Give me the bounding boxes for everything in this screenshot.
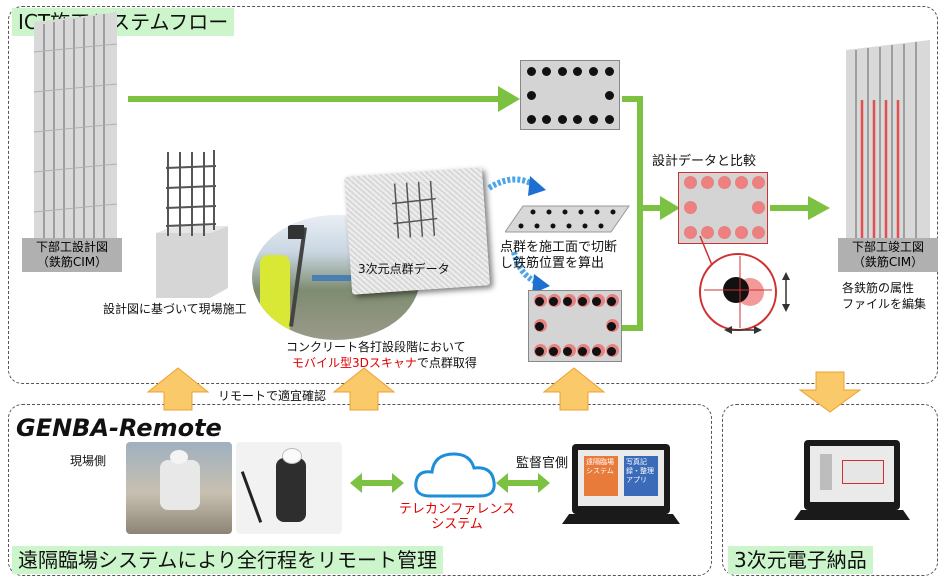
rebar-dot (577, 296, 587, 306)
rebar-dot (534, 321, 544, 331)
design-cim-label: 下部工設計図 （鉄筋CIM） (22, 238, 122, 272)
rebar-dot (701, 178, 711, 188)
rebar-dot (548, 346, 558, 356)
calc-caption: 点群を施工面で切断 し鉄筋位置を算出 (500, 240, 618, 271)
rebar-dot (573, 114, 583, 124)
compare-section-plate (678, 172, 768, 244)
rebar-dot (752, 203, 762, 213)
delivery-laptop-base (794, 510, 910, 520)
genba-remote-title: GENBA-Remote (16, 414, 222, 442)
rebar-dot (606, 321, 616, 331)
rebar-dot (701, 228, 711, 238)
rebar-dot (526, 114, 536, 124)
ict-flow-container (8, 6, 938, 384)
rebar-dot (588, 114, 598, 124)
rebar-dot (573, 66, 583, 76)
rebar-dot (542, 66, 552, 76)
rebar-dot (526, 90, 536, 100)
rebar-dot (563, 296, 573, 306)
rebar-dot (548, 296, 558, 306)
blue-curved-arrows (487, 176, 550, 294)
rebar-dot (534, 296, 544, 306)
rebar-dot (684, 228, 694, 238)
rebar-dot (752, 228, 762, 238)
design-section-plate (520, 60, 620, 130)
rebar-dot (557, 114, 567, 124)
rebar-dot (684, 203, 694, 213)
measured-section-plate (528, 290, 622, 362)
rebar-dot (604, 90, 614, 100)
asbuilt-cim-model (846, 40, 930, 240)
scan-caption-line2: モバイル型3Dスキャナで点群取得 (292, 356, 477, 370)
app-tile-photo: 写真記録・整理アプリ (624, 456, 658, 496)
magnified-comparison (699, 235, 790, 334)
cloud-icon (414, 452, 496, 498)
rebar-dot (718, 178, 728, 188)
scan-caption-line1: コンクリート各打設段階において (286, 340, 466, 354)
rebar-dot (592, 296, 602, 306)
compare-label: 設計データと比較 (652, 154, 757, 169)
rebar-dot (526, 66, 536, 76)
delivery-laptop-screen (804, 440, 900, 510)
rebar-dot (718, 228, 728, 238)
asbuilt-cim-label: 下部工竣工図 （鉄筋CIM） (838, 238, 938, 272)
rebar-cage-image (156, 150, 228, 298)
rebar-dot (542, 114, 552, 124)
rebar-dot (735, 228, 745, 238)
app-tile-remote: 遠隔臨場システム (584, 456, 618, 496)
pointcloud-label: 3次元点群データ (358, 262, 450, 276)
cut-slice (505, 205, 630, 233)
pointcloud-card (344, 167, 490, 295)
remote-check-label: リモートで適宜確認 (218, 389, 327, 403)
rebar-dot (588, 66, 598, 76)
site-side-label: 現場側 (70, 454, 107, 468)
construction-caption: 設計図に基づいて現場施工 (103, 302, 247, 316)
rebar-dot (684, 178, 694, 188)
rebar-dot (735, 178, 745, 188)
supervisor-laptop-screen: 遠隔臨場システム 写真記録・整理アプリ (572, 444, 670, 514)
rebar-dot (577, 346, 587, 356)
edit-caption: 各鉄筋の属性 ファイルを編集 (842, 281, 927, 311)
rebar-dot (606, 296, 616, 306)
genba-footer-title: 遠隔臨場システムにより全行程をリモート管理 (12, 546, 443, 574)
design-cim-model (33, 12, 118, 240)
teleconf-label: テレカンファレンス システム (398, 502, 516, 532)
pointcloud-rebar (391, 180, 438, 239)
rebar-dot (606, 346, 616, 356)
delivery-title: 3次元電子納品 (728, 546, 873, 574)
rebar-dot (534, 346, 544, 356)
rebar-dot (604, 66, 614, 76)
rebar-dot (557, 66, 567, 76)
supervisor-laptop-base (562, 514, 680, 524)
rebar-dot (563, 346, 573, 356)
rebar-dot (752, 178, 762, 188)
rebar-dot (604, 114, 614, 124)
site-photo-left (126, 442, 232, 534)
site-photo-right (236, 442, 342, 534)
rebar-dot (592, 346, 602, 356)
supervisor-side-label: 監督官側 (516, 456, 569, 471)
